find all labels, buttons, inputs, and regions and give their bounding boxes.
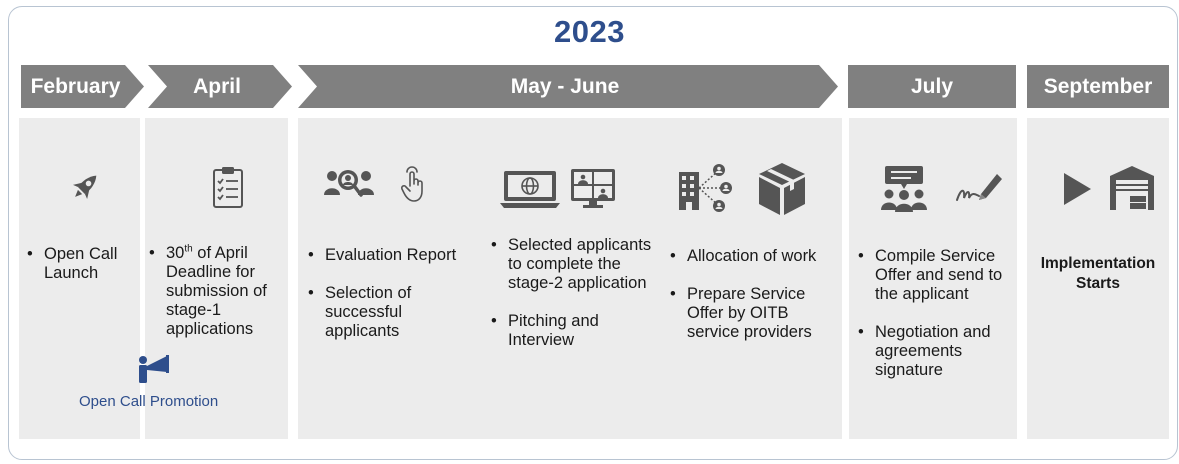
bullet-item: Allocation of work — [670, 247, 835, 266]
people-search-icon — [324, 170, 374, 197]
warehouse-icon — [1110, 166, 1154, 210]
video-conference-icon — [571, 169, 615, 208]
signature-pen-icon — [956, 174, 1002, 201]
deadline-day: 30 — [166, 244, 185, 262]
stage-february-header: February — [21, 65, 144, 108]
stage-label: April — [193, 74, 241, 98]
year-title: 2023 — [554, 14, 625, 49]
stage-label: May - June — [510, 74, 620, 98]
february-bullets: Open Call Launch — [27, 245, 139, 302]
play-icon — [1064, 173, 1091, 205]
stage-label: July — [910, 74, 954, 98]
deadline-day-suffix: th — [184, 243, 193, 255]
package-box-icon — [759, 163, 805, 215]
may-june-col2-bullets: Selected applicants to complete the stag… — [491, 236, 663, 369]
september-panel — [1027, 118, 1169, 439]
laptop-globe-icon — [500, 171, 560, 208]
bullet-item: Prepare Service Offer by OITB service pr… — [670, 285, 835, 342]
stage-july-header: July — [848, 65, 1016, 108]
stage-may-june-header: May - June — [298, 65, 838, 108]
stage-label: February — [30, 74, 121, 98]
bullet-item: Pitching and Interview — [491, 312, 663, 350]
april-bullets: 30th of April Deadline for submission of… — [149, 244, 287, 358]
july-bullets: Compile Service Offer and send to the ap… — [858, 247, 1016, 399]
bullet-item: Selected applicants to complete the stag… — [491, 236, 663, 293]
hand-tap-icon — [400, 166, 423, 202]
may-june-col3-bullets: Allocation of work Prepare Service Offer… — [670, 247, 835, 361]
team-meeting-icon — [881, 166, 927, 212]
building-network-icon — [679, 164, 732, 212]
deadline-text: of April Deadline for submission of stag… — [166, 244, 267, 338]
bullet-item: Open Call Launch — [27, 245, 139, 283]
may-june-col1-bullets: Evaluation Report Selection of successfu… — [308, 246, 473, 360]
rocket-icon — [72, 175, 97, 200]
bullet-item: Compile Service Offer and send to the ap… — [858, 247, 1016, 304]
bullet-item: Selection of successful applicants — [308, 284, 473, 341]
stage-label: September — [1043, 74, 1153, 98]
open-call-promotion-label: Open Call Promotion — [79, 393, 219, 410]
stage-september-header: September — [1027, 65, 1169, 108]
bullet-item: Negotiation and agreements signature — [858, 323, 1016, 380]
implementation-starts-text: Implementation Starts — [1040, 255, 1156, 292]
bullet-item: 30th of April Deadline for submission of… — [149, 244, 287, 339]
clipboard-checklist-icon — [213, 167, 243, 208]
bullet-item: Evaluation Report — [308, 246, 473, 265]
stage-april-header: April — [148, 65, 292, 108]
megaphone-person-icon — [139, 355, 169, 383]
